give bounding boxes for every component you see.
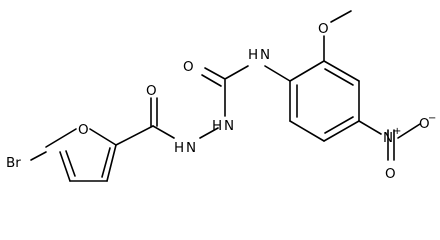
bond-n-nitro-o-right — [397, 123, 421, 139]
bond-carbonyl2-o — [204, 67, 226, 80]
bond-carbonyl2-o-double — [201, 74, 222, 87]
atom-n-amide-label: N — [260, 47, 270, 63]
bond-carbonyl1-n1 — [152, 125, 175, 139]
bond-c5-o1 — [45, 128, 77, 148]
atom-br-label: Br — [6, 155, 21, 171]
bond-c4-c5 — [59, 151, 71, 182]
bond-ar1-ar2 — [289, 60, 325, 82]
bond-c2-c3-inner — [101, 147, 111, 178]
bond-c2-carbonyl1 — [115, 125, 154, 146]
bond-ar2-ar3-inner — [324, 68, 354, 86]
atom-o-furan-label: O — [78, 122, 89, 138]
bond-n1-n2 — [199, 127, 219, 139]
atom-o-carbonyl-2-label: O — [183, 59, 194, 75]
bond-ar5-ar6 — [289, 120, 325, 142]
atom-o-nitro-right-label: O — [419, 116, 430, 132]
atom-n-hydrazide-1-label: N — [186, 140, 196, 156]
bond-o1-c2 — [89, 128, 117, 146]
atom-n-nitro-charge: + — [393, 126, 401, 137]
furan-ring — [45, 128, 117, 182]
atom-o-nitro-right-charge: − — [428, 113, 436, 124]
atom-h-hydrazide-2-label: H — [212, 118, 222, 134]
bond-ar4-n-nitro — [358, 120, 382, 135]
bond-n3-aryl — [264, 65, 291, 82]
atom-o-nitro-top-label: O — [385, 166, 396, 182]
bond-ar4-ar5 — [323, 120, 360, 142]
atom-n-nitro-label: N — [383, 130, 393, 146]
bond-carbonyl2-n3 — [224, 65, 249, 80]
atom-h-hydrazide-1-label: H — [174, 140, 184, 156]
atom-o-carbonyl-1-label: O — [146, 83, 157, 99]
bond-ar2-ar3 — [323, 60, 360, 82]
bond-o-methoxy-ch3 — [330, 10, 352, 23]
bond-c5-br — [30, 151, 47, 161]
bond-ar4-ar5-inner — [324, 116, 354, 134]
bond-c2-c3 — [106, 144, 117, 182]
bond-c4-c5-inner — [65, 150, 76, 177]
atom-n-hydrazide-2-label: N — [224, 118, 234, 134]
chemical-structure: Br O O H N H N O H N O N + O O − — [6, 10, 436, 182]
atom-o-methoxy-label: O — [318, 21, 329, 37]
benzene-ring — [289, 60, 360, 142]
atom-h-amide-label: H — [248, 47, 258, 63]
